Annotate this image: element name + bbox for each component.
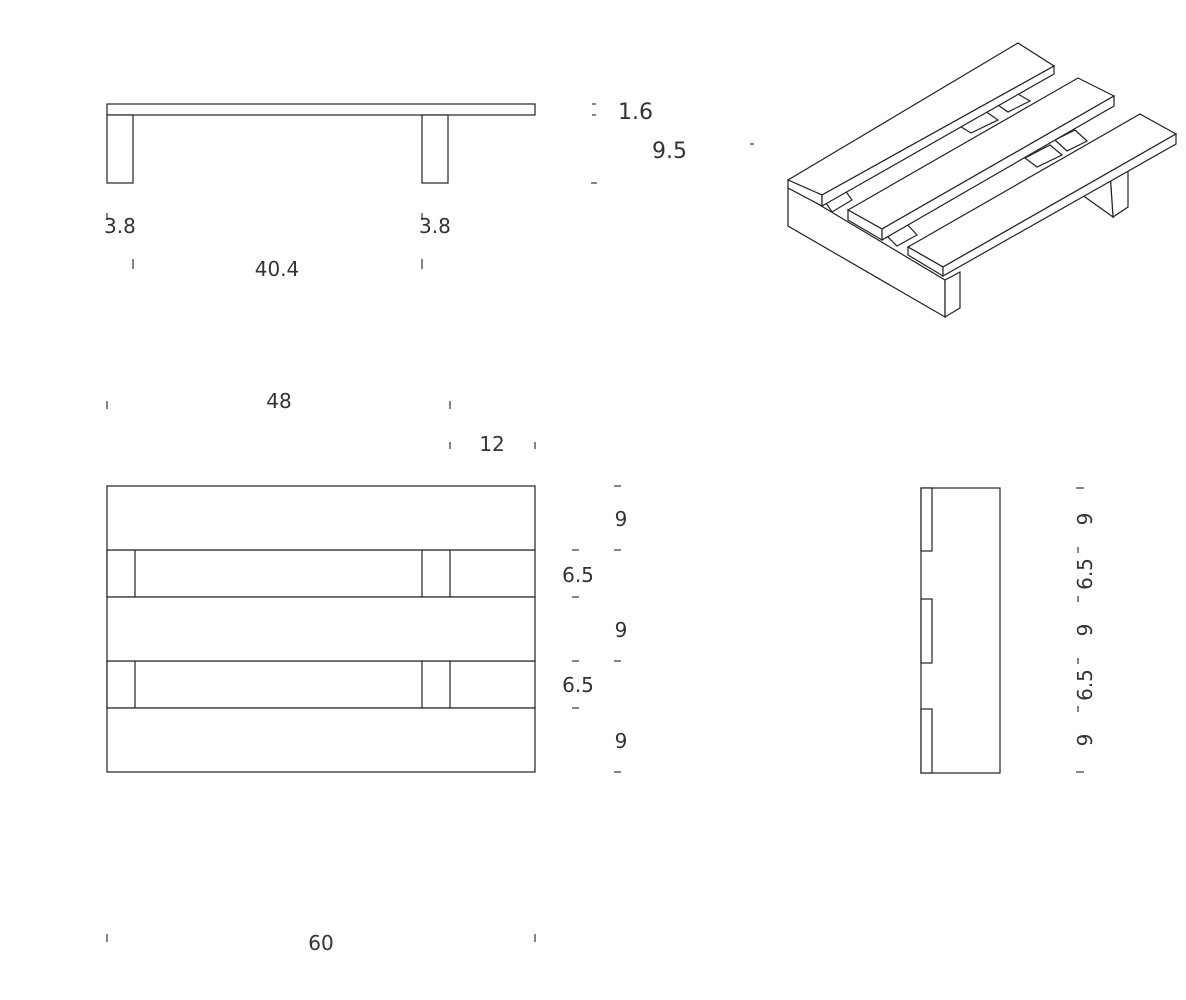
side-dim-board-2: 9 bbox=[1073, 624, 1097, 637]
dim-board-2: 9 bbox=[615, 618, 628, 642]
top-view-board-3 bbox=[106, 707, 536, 773]
side-dim-gap-1: 6.5 bbox=[1073, 558, 1097, 590]
dim-overall-width: 60 bbox=[308, 931, 333, 955]
front-view: 1.6 9.5 3.8 3.8 40.4 bbox=[104, 100, 754, 281]
dim-board-1: 9 bbox=[615, 507, 628, 531]
iso-board-3-side bbox=[942, 132, 1177, 278]
iso-board-2-side bbox=[881, 94, 1115, 242]
front-view-top-board bbox=[106, 103, 536, 116]
side-dim-gap-2: 6.5 bbox=[1073, 669, 1097, 701]
side-view-board-1 bbox=[920, 487, 933, 552]
top-view-gap-1 bbox=[106, 549, 536, 598]
dim-gap-1: 6.5 bbox=[562, 563, 594, 587]
iso-bearer-segment bbox=[1023, 144, 1064, 168]
side-view-board-3 bbox=[920, 708, 933, 774]
top-view-board-2 bbox=[106, 596, 536, 662]
side-dim-board-3: 9 bbox=[1073, 734, 1097, 747]
dim-overhang: 12 bbox=[479, 432, 504, 456]
front-view-right-leg bbox=[421, 114, 449, 184]
dim-leg-left-width: 3.8 bbox=[104, 214, 136, 238]
top-view-board-1 bbox=[106, 485, 536, 551]
side-view-bearer bbox=[920, 487, 1001, 774]
iso-bearer-segment bbox=[1053, 129, 1089, 152]
side-view: 9 6.5 9 6.5 9 bbox=[920, 487, 1097, 774]
dim-leg-span: 48 bbox=[266, 389, 291, 413]
dim-inner-span: 40.4 bbox=[255, 257, 300, 281]
side-view-board-2 bbox=[920, 598, 933, 664]
dim-top-thickness: 1.6 bbox=[618, 100, 653, 125]
top-view-bearer-right bbox=[421, 660, 451, 709]
dim-gap-2: 6.5 bbox=[562, 673, 594, 697]
iso-board-1-side bbox=[821, 64, 1055, 208]
dim-board-3: 9 bbox=[615, 729, 628, 753]
top-view-gap-2 bbox=[106, 660, 536, 709]
dim-height: 9.5 bbox=[652, 139, 687, 164]
top-view-bearer-left bbox=[106, 549, 136, 598]
dim-leg-right-width: 3.8 bbox=[419, 214, 451, 238]
side-dim-board-1: 9 bbox=[1073, 513, 1097, 526]
top-view-bearer-left bbox=[106, 660, 136, 709]
top-view-bearer-right bbox=[421, 549, 451, 598]
isometric-view bbox=[786, 42, 1178, 319]
front-view-left-leg bbox=[106, 114, 134, 184]
iso-front-leg-end bbox=[944, 271, 961, 319]
top-view: 48 12 9 9 9 6.5 6.5 60 bbox=[106, 389, 628, 955]
